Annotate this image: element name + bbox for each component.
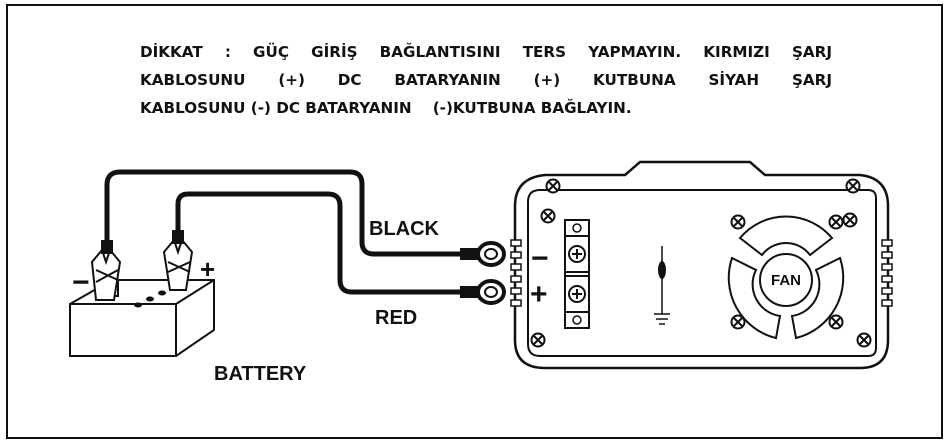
black-ring-terminal [460, 241, 506, 267]
black-clamp [90, 240, 122, 301]
battery-minus-label: − [72, 266, 90, 299]
warning-line-3: KABLOSUNU (-) DC BATARYANIN (-)KUTBUNA B… [140, 99, 632, 117]
red-clamp [162, 230, 194, 291]
diagram-frame [6, 4, 943, 439]
screw-icon [545, 178, 561, 194]
screw-icon [730, 314, 746, 330]
screw-icon [856, 332, 872, 348]
red-cable-label: RED [375, 307, 417, 329]
screw-icon [845, 178, 861, 194]
fan-label: FAN [771, 272, 801, 289]
black-cable-label: BLACK [369, 218, 440, 240]
screw-icon [828, 314, 844, 330]
warning-line-2: KABLOSUNU (+) DC BATARYANIN (+) KUTBUNA … [140, 71, 832, 89]
screw-icon [842, 212, 858, 228]
ground-icon [654, 246, 670, 325]
warning-text: DİKKAT : GÜÇ GİRİŞ BAĞLANTISINI TERS YAP… [140, 38, 832, 122]
minus-terminal-label: − [531, 242, 549, 275]
battery-label: BATTERY [214, 363, 307, 385]
battery-plus-label: + [200, 254, 215, 284]
screw-icon [530, 332, 546, 348]
screw-icon [730, 214, 746, 230]
warning-line-1: DİKKAT : GÜÇ GİRİŞ BAĞLANTISINI TERS YAP… [140, 43, 832, 61]
black-cable [104, 169, 460, 257]
screw-icon [540, 208, 556, 224]
plus-terminal-label: + [530, 278, 548, 311]
battery [69, 267, 215, 357]
fan-icon [727, 215, 845, 340]
screw-icon [828, 214, 844, 230]
red-cable [175, 191, 460, 295]
red-ring-terminal [460, 279, 506, 305]
terminal-block [564, 219, 590, 329]
